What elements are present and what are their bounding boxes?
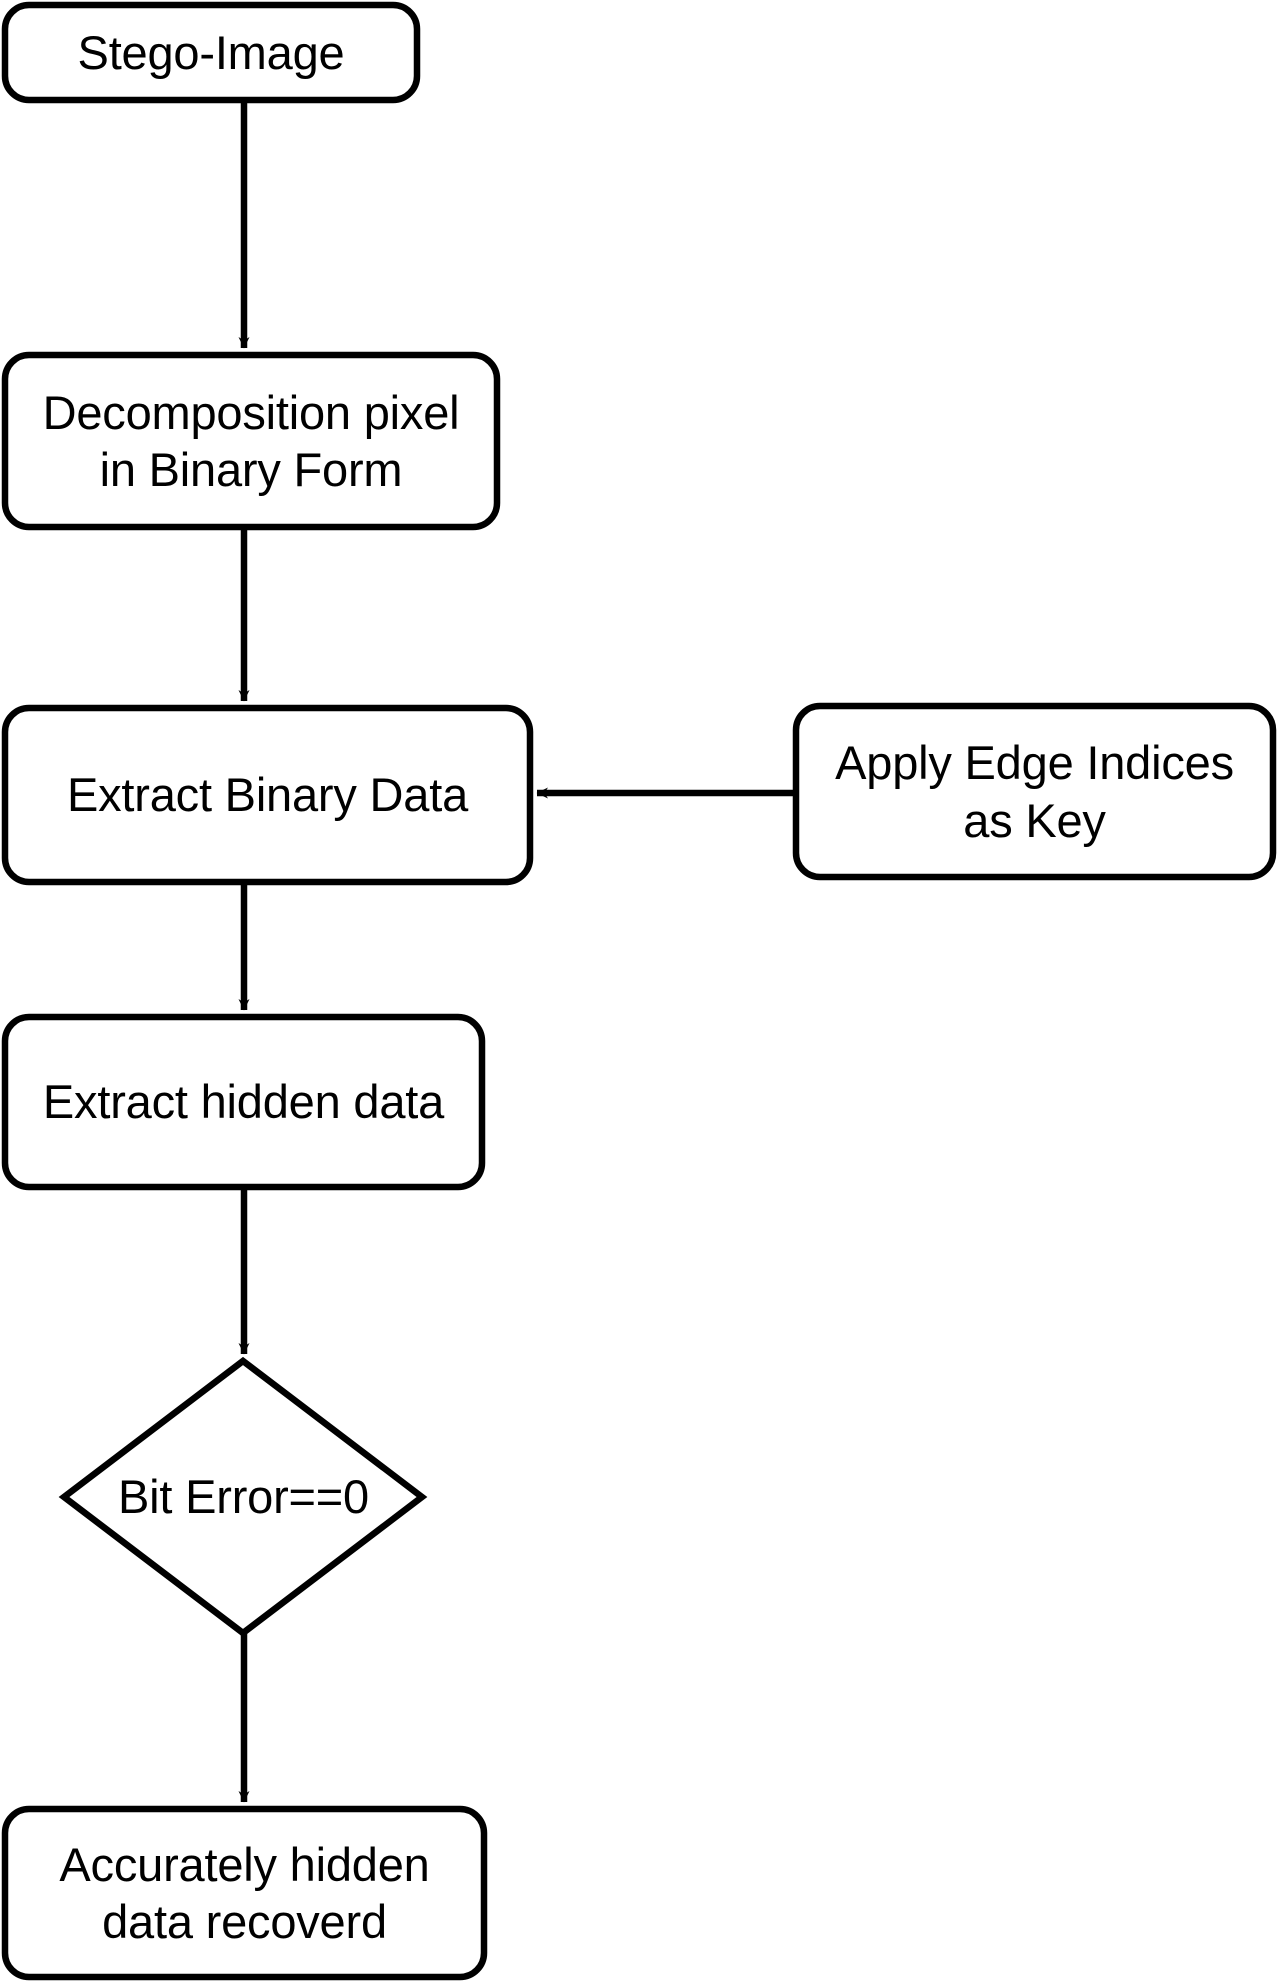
node-apply-edge-indices-as-key <box>792 702 1277 881</box>
node-extract-hidden-data <box>1 1013 486 1191</box>
node-decomposition-pixel <box>1 351 501 531</box>
node-accurately-hidden-data-recoverd <box>1 1805 488 1981</box>
node-extract-binary-data <box>1 704 534 886</box>
node-stego-image <box>1 1 421 104</box>
node-bit-error-decision <box>58 1356 428 1638</box>
